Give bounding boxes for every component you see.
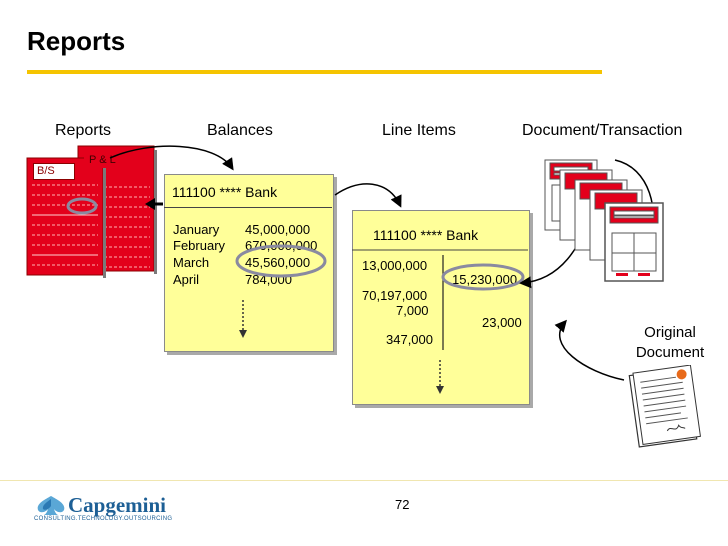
balance-value: 45,560,000 [245, 255, 311, 270]
balance-row: January 45,000,000 [173, 222, 333, 238]
capgemini-logo: Capgemini [68, 493, 167, 517]
line-item-credit: 15,230,000 [452, 272, 518, 287]
pl-tab: P & L [84, 153, 126, 168]
balance-month: April [173, 272, 200, 287]
column-label-balances: Balances [207, 122, 273, 139]
balances-card [164, 174, 334, 352]
column-label-document: Document/Transaction [522, 122, 683, 139]
balance-value: 45,000,000 [245, 222, 311, 237]
title-underline [27, 70, 602, 74]
balance-month: February [173, 238, 226, 253]
original-document-label: Original Document [622, 323, 718, 363]
original-document-line1: Original [644, 324, 696, 341]
line-items-account: 111100 **** Bank [373, 227, 479, 243]
page-number: 72 [395, 497, 410, 512]
document-stack-icon [544, 159, 664, 282]
line-item-credit: 23,000 [482, 315, 522, 330]
original-document-line2: Document [635, 344, 705, 361]
line-item-debit: 70,197,000 [362, 288, 428, 303]
balances-card-header: 111100 **** Bank [164, 174, 332, 208]
capgemini-tagline: CONSULTING.TECHNOLOGY.OUTSOURCING [34, 516, 173, 522]
bs-tab-label: B/S [37, 165, 55, 177]
line-item-debit: 347,000 [386, 332, 433, 347]
column-label-line-items: Line Items [382, 122, 456, 139]
balance-month: January [173, 222, 220, 237]
line-item-debit: 7,000 [396, 303, 429, 318]
line-item-debit: 13,000,000 [362, 258, 428, 273]
balance-month: March [173, 255, 210, 270]
bs-tab: B/S [33, 163, 75, 180]
line-items-card [352, 210, 530, 405]
footer-divider [0, 480, 728, 481]
balance-row: March 45,560,000 [173, 255, 333, 271]
capgemini-spade-icon [37, 496, 65, 515]
original-document-icon [628, 365, 701, 448]
pl-tab-label: P & L [89, 154, 116, 166]
balances-account: 111100 **** Bank [172, 184, 278, 200]
line-items-card-header: 111100 **** Bank [373, 227, 478, 245]
column-label-reports: Reports [55, 122, 112, 139]
page-title: Reports [27, 26, 126, 56]
